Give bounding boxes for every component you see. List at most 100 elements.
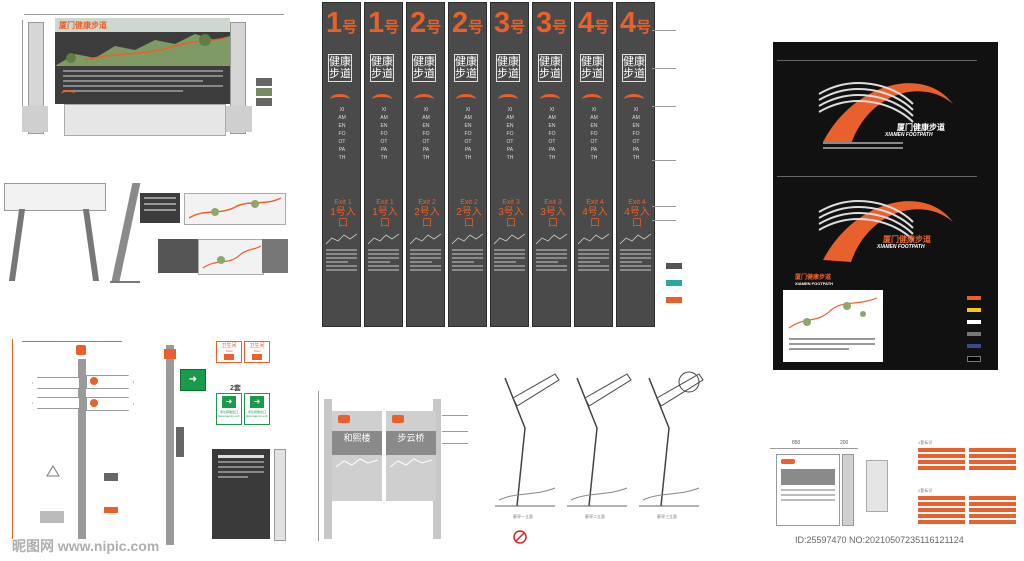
right-board-band: 步云桥 [386,431,436,455]
monolith-side [274,449,286,541]
palette-grey [967,332,981,336]
canopy-label-c: 廊亭三立面 [657,514,677,519]
pillar-annotations [652,10,692,340]
arrow-panels: 1套标识 2套标识 [918,440,1018,540]
board-map-illustration [55,34,230,66]
pillar-entrance: 2号入口 [456,207,482,229]
pillar-hao: 号 [468,19,484,36]
pillar-hao: 号 [426,19,442,36]
orange-logo-icon [338,415,350,423]
left-board-label: 和熙楼 [343,433,371,443]
pillar-number: 3 [536,7,553,39]
exit-icon: ➜ [250,396,264,408]
exit-pole-cap [164,349,176,359]
pillar-number: 2 [410,7,427,39]
wayfinding-pole [10,335,140,550]
pillar-entrance: 1号入口 [372,207,398,229]
dim-board-side [842,454,854,526]
board-base [64,104,226,136]
toilet-sign-2: 卫生间 Toilet [244,341,270,363]
board-thumbs [256,78,272,116]
color-swatch-orange [666,297,682,303]
arrow-right-icon [90,399,98,407]
left-board-band: 和熙楼 [332,431,382,455]
arrow-right-icon [90,377,98,385]
palette-orange [967,296,981,300]
canopy-label-b: 廊亭二立面 [585,514,605,519]
pillar-title: 健康步道 [370,54,394,82]
pillar-exit: Exit 4 [586,199,604,206]
pillar-body-text [494,249,525,273]
dimensioned-board: 850 200 [762,440,912,540]
dim-w1: 850 [792,440,801,446]
arrow-sign-right-2 [86,397,134,411]
logo-en-2: XIAMEN FOOTPATH [877,244,925,250]
pillar-vertical-text: XIAMEN FOOTPATH [380,107,388,161]
board-post [324,399,332,539]
palette-yellow [967,308,981,312]
logo-cn-1: 厦门健康步道 [897,123,945,132]
pillar-vertical-text: XIAMEN FOOTPATH [338,107,346,161]
board-footing [22,106,48,132]
toilet-label: 卫生间 [249,343,265,349]
small-map-board-5 [262,239,288,273]
pillar-title: 健康步道 [328,54,352,82]
exit-sign-b: ➜ 紧急疏散出口 Emergency exit [244,393,270,425]
sample-board-en: XIAMEN FOOTPATH [795,281,834,286]
dim-board-logo [781,459,795,464]
pole-swatch-dark [104,473,118,481]
footpath-logo-icon [540,94,560,105]
pillar-exit: Exit 1 [376,199,394,206]
pillar-exit: Exit 2 [460,199,478,206]
footpath-logo-icon [498,94,518,105]
pole-shaft [78,359,86,539]
directional-boards: 和熙楼 步云桥 [318,385,488,550]
pillar-vertical-text: XIAMEN FOOTPATH [548,107,556,161]
pillar-title: 健康步道 [622,54,646,82]
pillar-vertical-text: XIAMEN FOOTPATH [464,107,472,161]
pillar-body-text [452,249,483,273]
arrow-panel-label-bottom: 2套标识 [918,488,933,493]
pillar-body-text [326,249,357,273]
exit-label: 紧急疏散出口 [219,410,238,414]
pillar-entrance: 2号入口 [414,207,440,229]
pillar-hao: 号 [384,19,400,36]
footpath-logo-icon [456,94,476,105]
sample-board-title: 厦门健康步道 [795,275,832,281]
board-title-bar [55,18,230,32]
dim-board [776,454,840,526]
pillar-number: 1 [326,7,343,39]
toilet-sign-1: 卫生间 Toilet [216,341,242,363]
exit-pole [166,345,174,545]
pillar-entrance: 4号入口 [582,207,608,229]
set-label: 2套 [230,385,241,392]
palette-white [967,320,981,324]
palette-blue [967,344,981,348]
exit-icon: ➜ [222,396,236,408]
pillar-body-text [368,249,399,273]
pillar-hao: 号 [552,19,568,36]
canopy-label-a: 廊亭一立面 [513,514,533,519]
toilet-icon [224,354,234,360]
pillar-vertical-text: XIAMEN FOOTPATH [632,107,640,161]
left-board-route [336,458,378,468]
arrow-panel-label-top: 1套标识 [918,440,933,445]
exit-label: 紧急疏散出口 [247,410,266,414]
toilet-icon [252,354,262,360]
pillar-number: 2 [452,7,469,39]
sample-board: 厦门健康步道 XIAMEN FOOTPATH [783,270,883,362]
watermark-left: 昵图网 www.nipic.com [12,538,160,554]
pillar-body-text [536,249,567,273]
palette-black [967,356,981,362]
small-map-board-3 [158,239,198,273]
pillar-route-map [578,233,609,245]
billboard-leg-left [8,209,26,281]
map-board-elevation: 厦门健康步道 [0,0,300,150]
pole-cap [76,345,86,355]
